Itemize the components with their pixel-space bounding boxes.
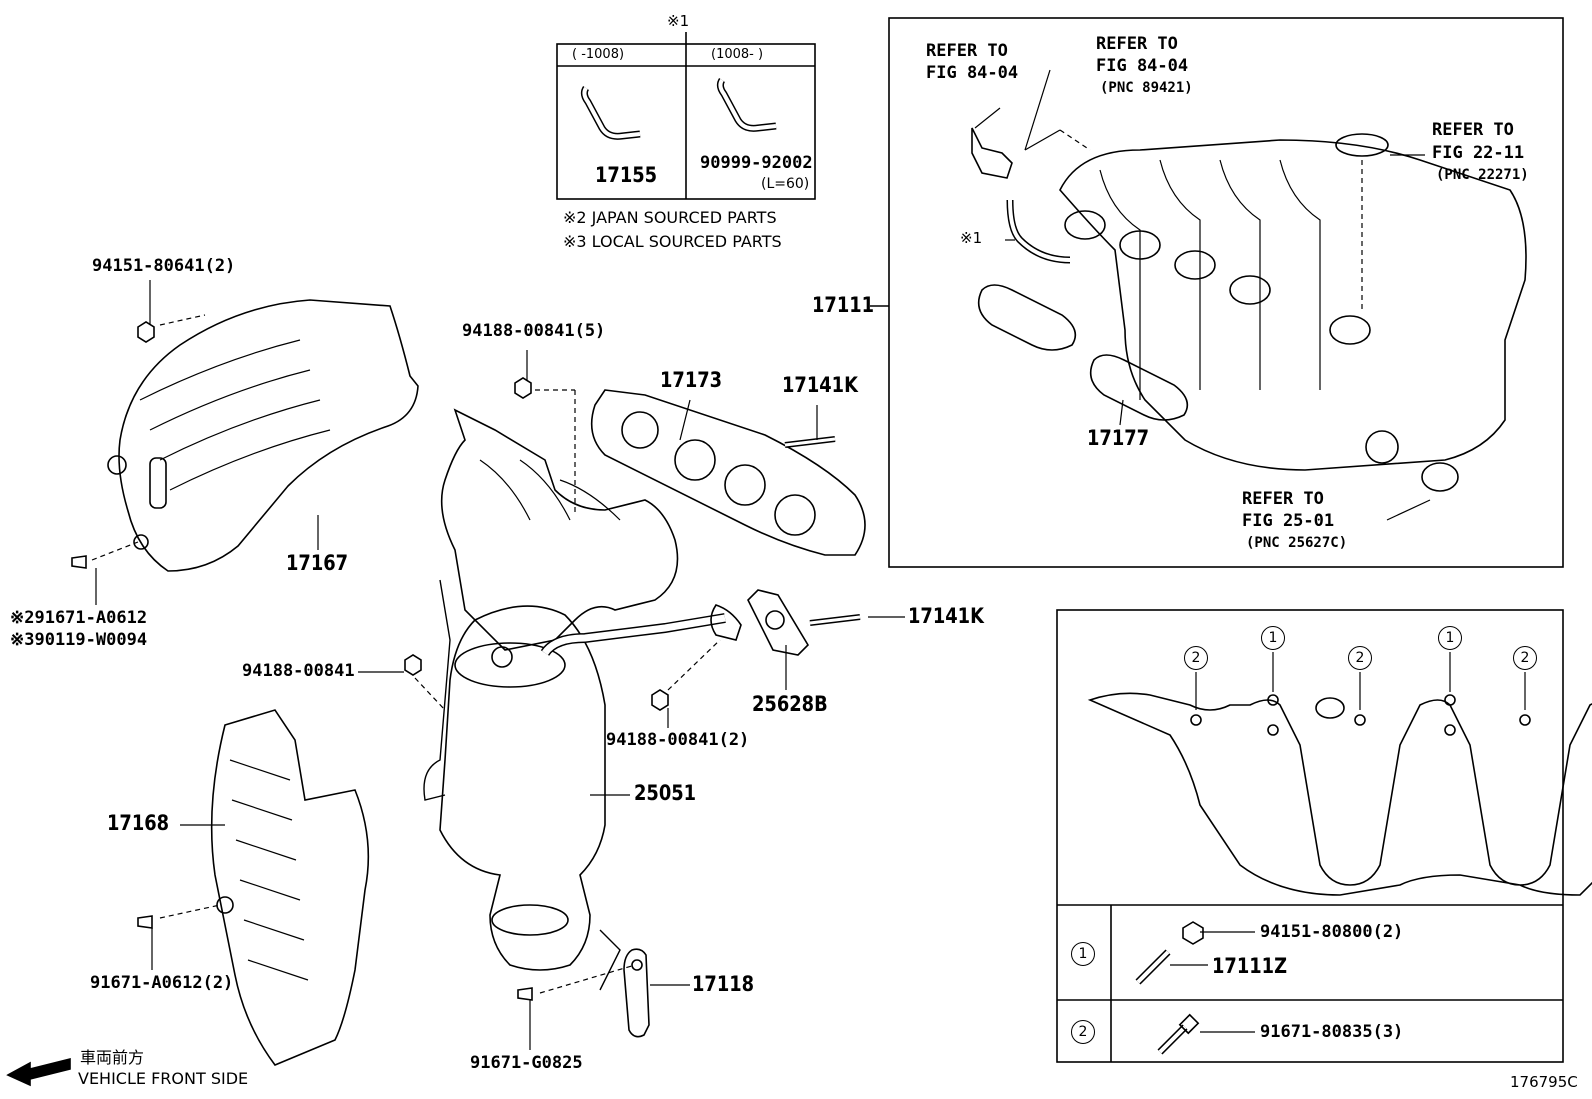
label-17141k-lower: 17141K <box>908 604 984 628</box>
label-17111: 17111 <box>812 293 875 317</box>
note-local-sourced: ※3 LOCAL SOURCED PARTS <box>563 232 782 251</box>
front-arrow <box>6 1057 71 1087</box>
exhaust-manifold <box>440 408 679 651</box>
marker-2: 2 <box>1184 646 1208 670</box>
label-91671-80835: 91671-80835(3) <box>1260 1022 1404 1042</box>
label-94151-80800: 94151-80800(2) <box>1260 922 1404 942</box>
marker-2: 2 <box>1513 646 1537 670</box>
mark-hose: ※1 <box>960 229 983 247</box>
inset-col1-header: ( -1008) <box>572 47 625 62</box>
ref1-line1: REFER TO <box>926 41 1008 61</box>
label-17141k-upper: 17141K <box>782 373 858 397</box>
marker-1: 1 <box>1438 626 1462 650</box>
front-side-en: VEHICLE FRONT SIDE <box>78 1069 249 1088</box>
ref4-line1: REFER TO <box>1242 489 1324 509</box>
ref2-line2: FIG 84-04 <box>1096 56 1189 76</box>
legend-row2-number: 2 <box>1071 1020 1095 1044</box>
label-17118: 17118 <box>692 972 755 996</box>
bracket-17118 <box>623 948 650 1038</box>
intake-gasket <box>977 284 1077 351</box>
label-17111z: 17111Z <box>1212 954 1288 978</box>
note-japan-sourced: ※2 JAPAN SOURCED PARTS <box>563 208 777 227</box>
label-91671-a0612: 91671-A0612(2) <box>90 973 234 993</box>
catalytic-converter <box>439 605 606 971</box>
label-17167: 17167 <box>286 551 349 575</box>
label-17155: 17155 <box>595 163 658 187</box>
label-390119-w0094: ※390119-W0094 <box>10 630 148 650</box>
heat-insulator-upper <box>118 299 419 572</box>
ref1-line2: FIG 84-04 <box>926 63 1019 83</box>
label-17173: 17173 <box>660 368 723 392</box>
ref4-line3: (PNC 25627C) <box>1246 535 1348 551</box>
intake-manifold-box <box>888 17 1564 568</box>
label-25051: 25051 <box>634 781 697 805</box>
marker-1: 1 <box>1261 626 1285 650</box>
intake-manifold <box>1059 139 1527 471</box>
label-94151-80641: 94151-80641(2) <box>92 256 236 276</box>
diagram-id: 176795C <box>1510 1073 1578 1091</box>
label-90999-92002: 90999-92002 <box>700 153 813 173</box>
label-94188-00841-2: 94188-00841(2) <box>606 730 750 750</box>
ref2-line3: (PNC 89421) <box>1100 80 1193 96</box>
label-17177: 17177 <box>1087 426 1150 450</box>
exhaust-gasket <box>590 389 866 556</box>
gasket-25628b <box>747 589 810 656</box>
label-94188-00841-5: 94188-00841(5) <box>462 321 606 341</box>
inset-col2-header: (1008- ) <box>711 47 764 62</box>
ref3-line1: REFER TO <box>1432 120 1514 140</box>
ref3-line2: FIG 22-11 <box>1432 143 1525 163</box>
ref3-line3: (PNC 22271) <box>1436 167 1529 183</box>
legend-box <box>1056 609 1564 1063</box>
label-17168: 17168 <box>107 811 170 835</box>
legend-row1-number: 1 <box>1071 942 1095 966</box>
label-length: (L=60) <box>761 176 810 192</box>
label-94188-00841: 94188-00841 <box>242 661 355 681</box>
ref2-line1: REFER TO <box>1096 34 1178 54</box>
legend-intake-manifold <box>1087 692 1592 896</box>
inset-title: ※1 <box>667 12 690 30</box>
marker-2: 2 <box>1348 646 1372 670</box>
heat-insulator-lower <box>210 709 370 1066</box>
label-291671-a0612: ※291671-A0612 <box>10 608 148 628</box>
label-25628b: 25628B <box>752 692 828 716</box>
front-side-jp: 車両前方 <box>80 1048 145 1067</box>
ref4-line2: FIG 25-01 <box>1242 511 1335 531</box>
label-91671-g0825: 91671-G0825 <box>470 1053 583 1073</box>
